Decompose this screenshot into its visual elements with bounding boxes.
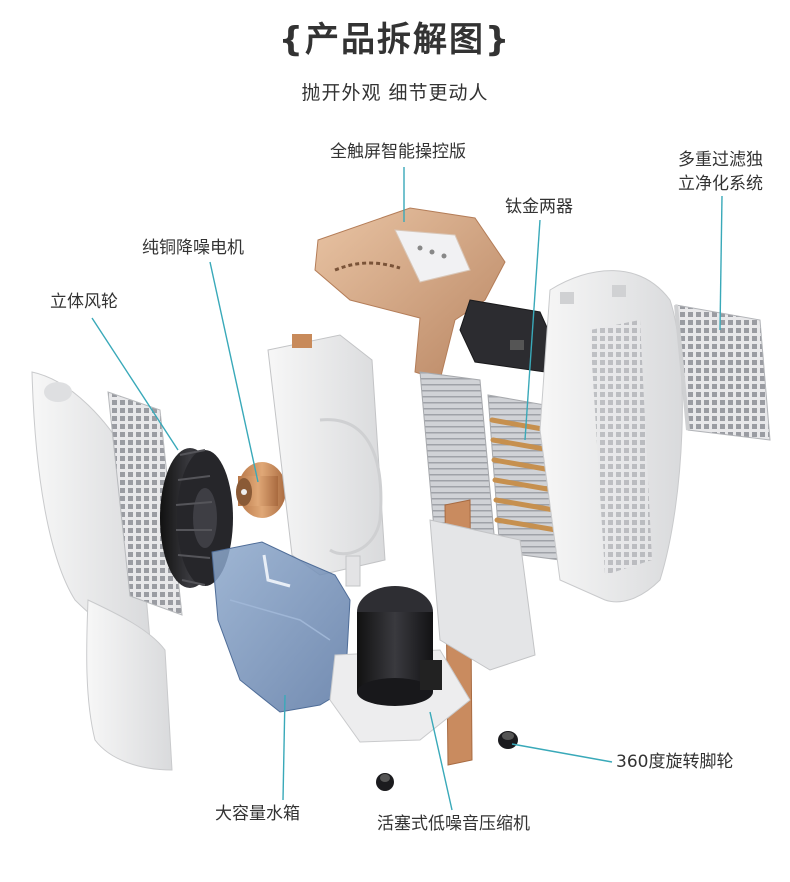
leader-motor [209, 261, 259, 483]
leader-fan-wheel [91, 317, 179, 451]
label-filter-line1: 多重过滤独 [678, 150, 763, 170]
label-filter-line2: 立净化系统 [678, 174, 763, 194]
base-chassis [429, 519, 536, 671]
label-compressor: 活塞式低噪音压缩机 [377, 814, 530, 834]
leader-compressor [429, 711, 453, 811]
leader-evaporator [524, 219, 541, 441]
front-shell [31, 371, 173, 771]
electrical-box [459, 299, 556, 373]
control-panel [314, 207, 506, 381]
filter-panel [674, 304, 771, 441]
leader-water-tank [282, 694, 286, 801]
leader-casters [511, 743, 613, 763]
intake-grille [107, 391, 183, 616]
copper-motor [236, 462, 286, 518]
label-control-panel: 全触屏智能操控版 [330, 142, 466, 162]
page-subtitle: 抛开外观 细节更动人 [301, 82, 489, 104]
label-evaporator: 钛金两器 [505, 197, 573, 217]
label-casters: 360度旋转脚轮 [616, 752, 734, 772]
rear-shell [539, 270, 683, 603]
label-fan-wheel: 立体风轮 [50, 292, 118, 312]
page-title: {产品拆解图} [278, 20, 512, 60]
compressor [329, 586, 471, 743]
label-water-tank: 大容量水箱 [215, 804, 300, 824]
leader-lines [91, 167, 723, 811]
leader-filter [719, 195, 723, 331]
label-motor: 纯铜降噪电机 [142, 238, 244, 258]
caster-wheel [376, 773, 394, 791]
caster-wheel [498, 731, 518, 749]
fan-housing [267, 334, 386, 587]
